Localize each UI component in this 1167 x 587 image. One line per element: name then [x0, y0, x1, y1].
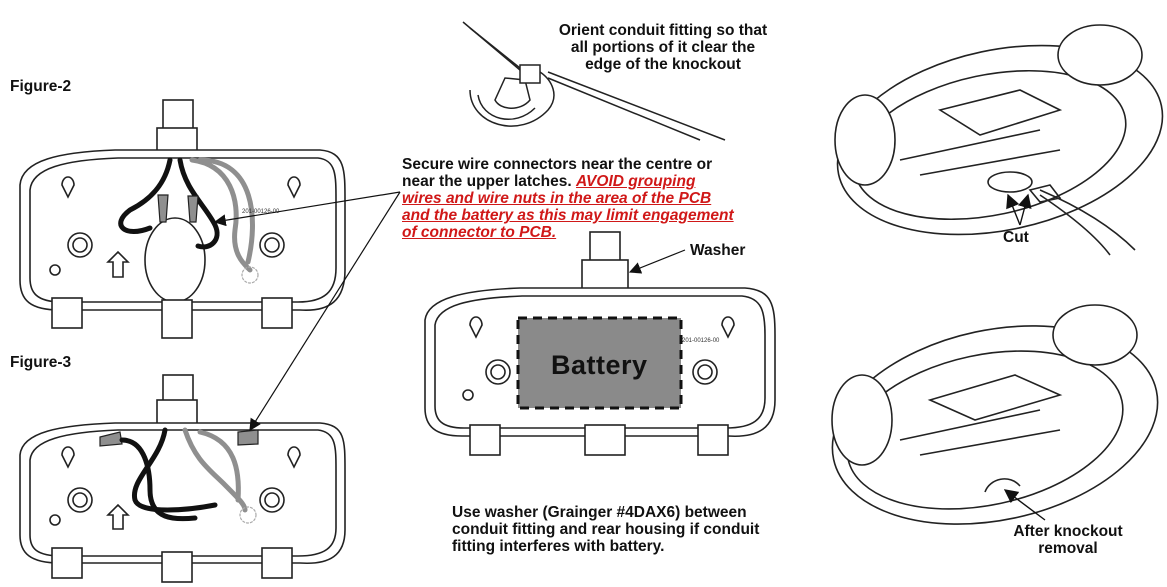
figure2-housing: [19, 99, 346, 339]
figure3-housing: [19, 374, 346, 583]
avoid-warning-start: AVOID grouping: [576, 173, 696, 190]
figure3-label: Figure-3: [10, 354, 72, 371]
cut-arrow-left: [1006, 193, 1021, 226]
battery-block: [516, 316, 683, 410]
battery-part-code: 201-00126-00: [682, 338, 720, 344]
figure2-part-code: 201-00126-00: [242, 209, 280, 215]
washer-label: Washer: [690, 242, 746, 259]
cut-arrow-right: [1017, 193, 1032, 226]
orient-note: Orient conduit fitting so that all porti…: [558, 22, 768, 73]
figure2-label: Figure-2: [10, 78, 72, 95]
device-after-knockout: [831, 304, 1159, 525]
conduit-fitting-illustration: [462, 21, 726, 141]
knockout-arrow: [1003, 489, 1046, 521]
secure-connectors-note: Secure wire connectors near the centre o…: [402, 156, 734, 241]
after-knockout-label: After knockout removal: [1013, 523, 1123, 557]
use-washer-note: Use washer (Grainger #4DAX6) between con…: [452, 504, 760, 555]
cut-label: Cut: [1003, 229, 1029, 246]
device-before-cut: [834, 24, 1164, 256]
leader-to-washer: [628, 249, 686, 274]
battery-label: Battery: [551, 350, 648, 380]
leader-to-figure3: [249, 191, 401, 432]
leader-to-figure2: [213, 191, 401, 227]
